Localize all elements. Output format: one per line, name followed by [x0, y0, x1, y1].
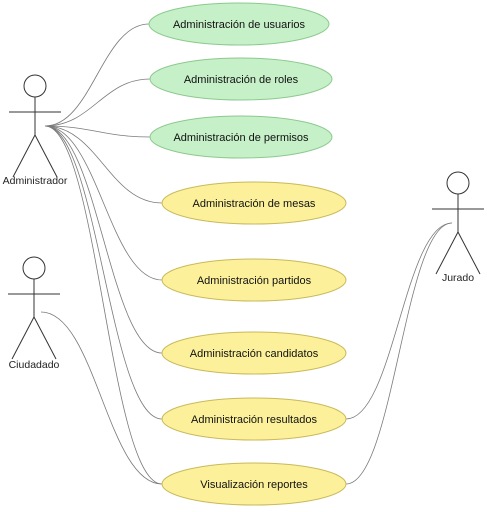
- actor-head: [23, 74, 47, 98]
- association-jurado-uc-reportes: [345, 222, 453, 485]
- actor-label: Administrador: [3, 175, 68, 187]
- association-administrador-uc-resultados: [44, 125, 163, 420]
- actor-label: Ciudadado: [9, 359, 60, 371]
- use-case-label: Administración candidatos: [190, 348, 319, 360]
- use-case-mesas[interactable]: Administración de mesas: [161, 181, 347, 225]
- use-case-label: Administración de mesas: [193, 198, 316, 210]
- association-administrador-uc-partidos: [44, 125, 163, 281]
- use-case-ellipse: [149, 115, 333, 159]
- associations: [40, 23, 453, 485]
- actor-right-leg: [34, 134, 58, 178]
- association-jurado-uc-resultados: [345, 222, 453, 420]
- actor-right-leg: [33, 316, 57, 360]
- use-case-partidos[interactable]: Administración partidos: [161, 258, 347, 302]
- use-case-candidatos[interactable]: Administración candidatos: [161, 331, 347, 375]
- use-case-ellipse: [161, 397, 347, 441]
- actor-left-leg: [12, 134, 36, 178]
- association-administrador-uc-permisos: [44, 125, 151, 138]
- use-case-permisos[interactable]: Administración de permisos: [149, 115, 333, 159]
- use-case-label: Administración partidos: [197, 275, 312, 287]
- actor-left-leg: [435, 231, 459, 275]
- association-administrador-uc-usuarios: [44, 23, 150, 127]
- use-case-reportes[interactable]: Visualización reportes: [161, 462, 347, 506]
- association-administrador-uc-mesas: [44, 125, 163, 204]
- use-case-label: Administración de permisos: [173, 132, 309, 144]
- association-administrador-uc-reportes: [44, 125, 163, 485]
- actor-jurado[interactable]: Jurado: [432, 171, 484, 284]
- use-case-ellipse: [161, 181, 347, 225]
- actor-label: Jurado: [442, 272, 474, 284]
- use-case-usuarios[interactable]: Administración de usuarios: [148, 2, 330, 46]
- use-case-ellipse: [148, 2, 330, 46]
- actor-left-leg: [11, 316, 35, 360]
- actor-ciudadado[interactable]: Ciudadado: [8, 256, 60, 371]
- actor-head: [22, 256, 46, 280]
- association-administrador-uc-roles: [44, 78, 151, 127]
- use-case-label: Administración de roles: [184, 74, 299, 86]
- use-case-label: Visualización reportes: [200, 479, 308, 491]
- association-ciudadado-uc-reportes: [40, 311, 163, 485]
- use-case-label: Administración de usuarios: [173, 19, 306, 31]
- use-case-label: Administración resultados: [191, 414, 317, 426]
- actor-administrador[interactable]: Administrador: [3, 74, 68, 187]
- use-case-ellipse: [161, 331, 347, 375]
- association-administrador-uc-candidatos: [44, 125, 163, 354]
- use-case-ellipse: [149, 57, 333, 101]
- use-cases: Administración de usuariosAdministración…: [148, 2, 347, 506]
- use-case-resultados[interactable]: Administración resultados: [161, 397, 347, 441]
- use-case-roles[interactable]: Administración de roles: [149, 57, 333, 101]
- use-case-ellipse: [161, 258, 347, 302]
- actor-head: [446, 171, 470, 195]
- actor-right-leg: [457, 231, 481, 275]
- use-case-ellipse: [161, 462, 347, 506]
